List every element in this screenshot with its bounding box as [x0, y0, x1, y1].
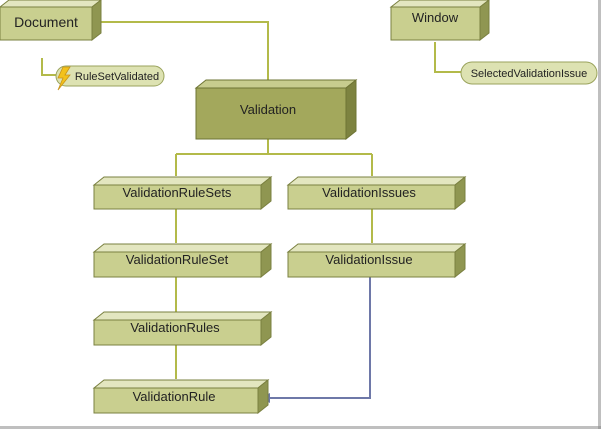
- frame-shadow-right: [598, 0, 601, 429]
- validation-issues-node[interactable]: ValidationIssues: [286, 175, 467, 211]
- validation-rule-sets-label: ValidationRuleSets: [123, 185, 232, 200]
- connectors: [41, 21, 461, 379]
- frame-shadow-bottom: [0, 426, 601, 429]
- connector-document-validation: [99, 21, 269, 86]
- validation-rule-set-label: ValidationRuleSet: [126, 252, 229, 267]
- reference-arrow-issue-to-rule: [260, 277, 371, 403]
- validation-node[interactable]: Validation: [194, 78, 358, 141]
- validation-issue-label: ValidationIssue: [325, 252, 412, 267]
- window-label: Window: [412, 10, 459, 25]
- connector-validation-children: [175, 139, 373, 176]
- validation-rules-label: ValidationRules: [130, 320, 220, 335]
- validation-rule-sets-node[interactable]: ValidationRuleSets: [92, 175, 273, 211]
- connector-window-selectedvalidationissue: [434, 42, 461, 73]
- selected-validation-issue-member[interactable]: SelectedValidationIssue: [460, 61, 598, 85]
- connector-document-rulesetvalidated: [41, 58, 56, 76]
- selected-validation-issue-label: SelectedValidationIssue: [471, 68, 588, 80]
- rule-set-validated-member[interactable]: RuleSetValidated: [55, 65, 165, 91]
- validation-rule-set-node[interactable]: ValidationRuleSet: [92, 242, 273, 279]
- validation-label: Validation: [240, 102, 296, 117]
- lightning-event-icon: [57, 66, 71, 91]
- validation-rule-node[interactable]: ValidationRule: [92, 378, 270, 415]
- validation-rule-label: ValidationRule: [133, 389, 216, 404]
- validation-issues-label: ValidationIssues: [322, 185, 416, 200]
- validation-rules-node[interactable]: ValidationRules: [92, 310, 273, 347]
- window-node[interactable]: Window: [389, 0, 490, 42]
- rule-set-validated-label: RuleSetValidated: [75, 71, 159, 83]
- document-node[interactable]: Document: [0, 0, 102, 42]
- validation-issue-node[interactable]: ValidationIssue: [286, 242, 467, 279]
- document-label: Document: [14, 14, 78, 30]
